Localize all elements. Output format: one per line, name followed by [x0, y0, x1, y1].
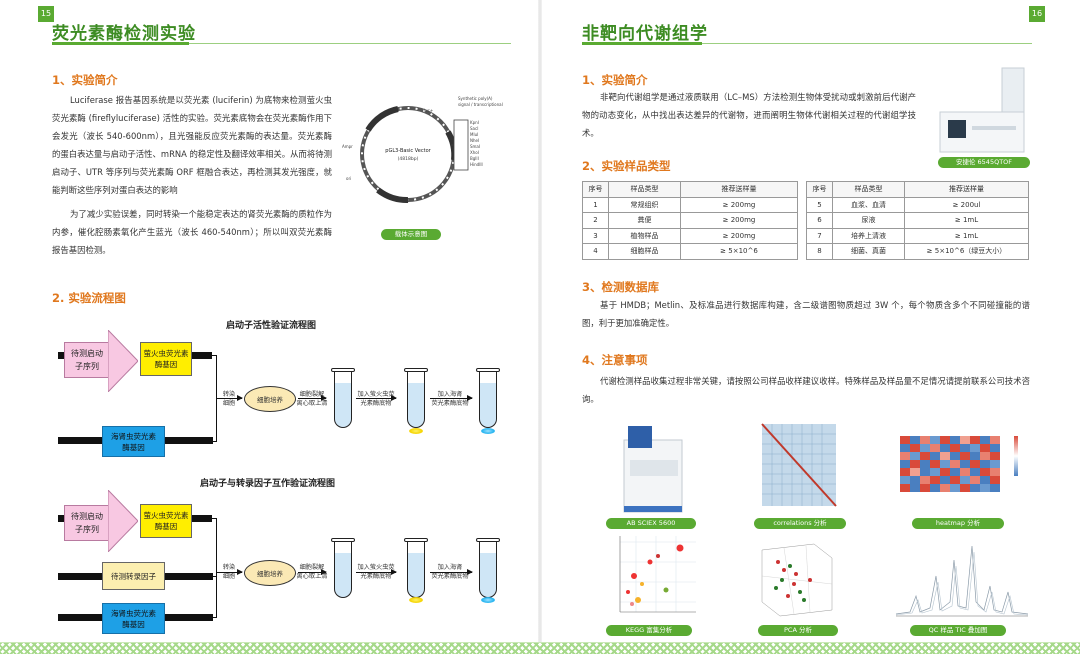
gallery-caption-6: QC 样品 TIC 叠加图: [910, 625, 1006, 636]
svg-text:SmaI: SmaI: [470, 144, 480, 149]
section-heading-intro-left: 1、实验简介: [52, 73, 118, 87]
page-title-left: 荧光素酶检测实验: [52, 24, 196, 44]
svg-text:ori: ori: [346, 176, 351, 181]
qc-tic-image: [890, 536, 1030, 622]
tube-2c: [479, 542, 497, 598]
pca-image: [754, 540, 836, 622]
vector-caption: 载体示意图: [381, 229, 441, 240]
section-heading-intro-right: 1、实验简介: [582, 73, 648, 87]
section-heading-notes: 4、注意事项: [582, 353, 648, 367]
heatmap-image: [888, 428, 1028, 514]
section-heading-database: 3、检测数据库: [582, 280, 660, 294]
tf-box: 待测转录因子: [102, 562, 165, 590]
svg-text:MluI: MluI: [470, 132, 478, 137]
title-underline-right: [582, 42, 702, 45]
instrument-image: [939, 67, 1025, 153]
metabolomics-intro-text: 非靶向代谢组学是通过液质联用（LC–MS）方法检测生物体受扰动或刺激前后代谢产物…: [582, 92, 916, 138]
gallery-caption-2: correlations 分析: [754, 518, 846, 529]
notes-text: 代谢检测样品收集过程非常关键，请按照公司样品收样建议收样。特殊样品及样品量不足情…: [582, 376, 1030, 404]
page-title-right: 非靶向代谢组学: [582, 24, 708, 44]
promoter-box-1: 待测启动子序列: [64, 342, 110, 378]
renilla-gene-box-2: 海肾虫荧光素酶基因: [102, 603, 165, 634]
vector-name: pGL3-Basic Vector: [385, 148, 431, 154]
correlations-image: [754, 420, 838, 516]
svg-text:BglII: BglII: [470, 156, 479, 161]
intro-paragraph-1: Luciferase 报告基因系统是以荧光素 (luciferin) 为底物来检…: [52, 95, 332, 195]
page-number-right: 16: [1029, 6, 1045, 22]
title-underline-left: [52, 42, 189, 45]
svg-text:XhoI: XhoI: [470, 150, 479, 155]
svg-text:SacI: SacI: [470, 126, 478, 131]
section-heading-samples: 2、实验样品类型: [582, 159, 671, 173]
flowchart-1-title: 启动子活性验证流程图: [226, 321, 317, 331]
culture-dish-1: 细胞培养: [244, 386, 296, 412]
svg-text:NheI: NheI: [470, 138, 479, 143]
gallery-caption-1: AB SCIEX 5600: [606, 518, 696, 529]
section-heading-flow: 2. 实验流程图: [52, 291, 126, 305]
firefly-gene-box-1: 萤火虫荧光素酶基因: [140, 342, 192, 376]
culture-dish-2: 细胞培养: [244, 560, 296, 586]
tube-1b: [407, 372, 425, 428]
kegg-image: [606, 532, 698, 622]
promoter-box-2: 待测启动子序列: [64, 505, 110, 541]
svg-text:Synthetic poly(A): Synthetic poly(A): [458, 96, 493, 101]
tube-1a: [334, 372, 352, 428]
database-text: 基于 HMDB；Metlin、及标准品进行数据库构建，含二级谱图物质超过 3W …: [582, 300, 1030, 328]
promoter-arrow-2: [108, 490, 138, 552]
svg-text:(4818bp): (4818bp): [398, 156, 419, 162]
svg-text:luc+: luc+: [424, 108, 433, 113]
promoter-arrow-1: [108, 330, 138, 392]
gallery-caption-4: KEGG 富集分析: [606, 625, 692, 636]
tube-2a: [334, 542, 352, 598]
svg-text:Ampr: Ampr: [342, 144, 353, 149]
intro-paragraph-2: 为了减少实验误差，同时转染一个能稳定表达的肾荧光素酶的质粒作为内参，催化腔肠素氧…: [52, 209, 332, 255]
tube-2b: [407, 542, 425, 598]
page-number-left: 15: [38, 6, 54, 22]
footer-pattern-strip: [0, 642, 1080, 654]
firefly-gene-box-2: 萤火虫荧光素酶基因: [140, 504, 192, 538]
svg-text:KpnI: KpnI: [470, 120, 479, 125]
gallery-caption-3: heatmap 分析: [912, 518, 1004, 529]
svg-text:HindIII: HindIII: [470, 162, 483, 167]
gallery-caption-5: PCA 分析: [758, 625, 838, 636]
svg-text:signal / transcriptional: signal / transcriptional: [458, 102, 503, 107]
flowchart-2-title: 启动子与转录因子互作验证流程图: [200, 479, 336, 489]
tube-1c: [479, 372, 497, 428]
renilla-gene-box-1: 海肾虫荧光素酶基因: [102, 426, 165, 457]
page-spine: [538, 0, 542, 642]
ab-sciex-image: [610, 420, 692, 516]
instrument-caption: 安捷伦 6545QTOF: [938, 157, 1030, 168]
